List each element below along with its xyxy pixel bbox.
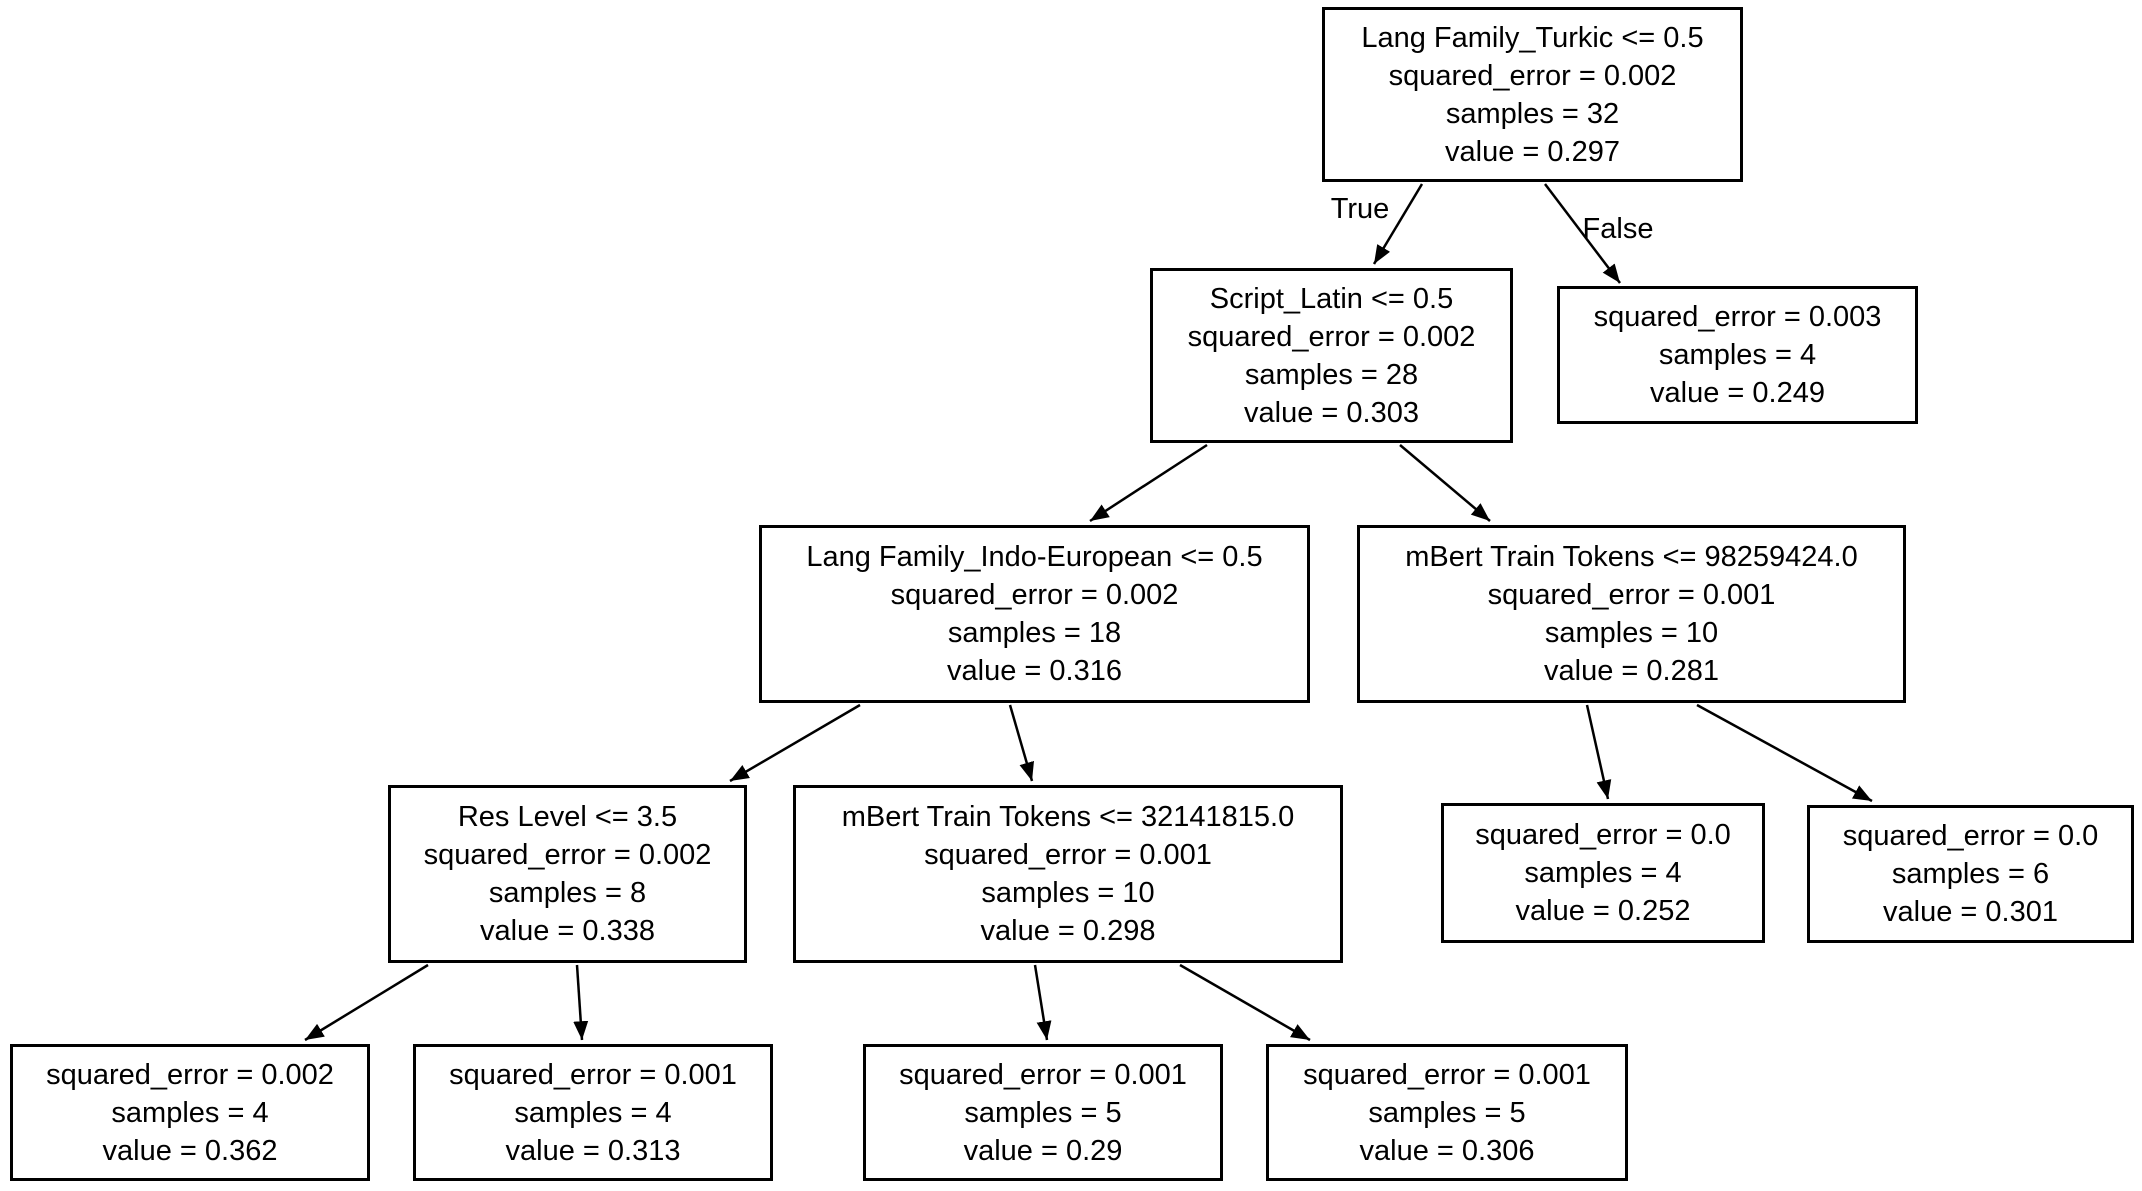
node-samples: samples = 6 xyxy=(1891,858,2050,890)
edge-mbert-98259424-to-leaf-252 xyxy=(1585,704,1612,800)
node-squared-error: squared_error = 0.002 xyxy=(1388,59,1677,92)
node-value: value = 0.301 xyxy=(1883,896,2058,928)
tree-node-root: Lang Family_Turkic <= 0.5 squared_error … xyxy=(1322,7,1743,182)
node-squared-error: squared_error = 0.002 xyxy=(423,839,712,871)
node-value: value = 0.252 xyxy=(1515,895,1691,927)
node-condition: Res Level <= 3.5 xyxy=(457,801,678,833)
node-samples: samples = 5 xyxy=(964,1096,1122,1129)
node-squared-error: squared_error = 0.002 xyxy=(46,1058,334,1091)
node-squared-error: squared_error = 0.001 xyxy=(449,1058,737,1091)
tree-leaf-value-252: squared_error = 0.0 samples = 4 value = … xyxy=(1441,803,1765,943)
node-condition: Script_Latin <= 0.5 xyxy=(1209,282,1454,315)
edge-mbert-32141815-to-leaf-29 xyxy=(1033,964,1052,1041)
node-squared-error: squared_error = 0.002 xyxy=(890,579,1179,611)
edge-mbert-98259424-to-leaf-301 xyxy=(1696,703,1873,803)
node-value: value = 0.281 xyxy=(1544,655,1719,687)
node-value: value = 0.29 xyxy=(963,1134,1123,1167)
node-samples: samples = 10 xyxy=(1544,617,1719,649)
node-samples: samples = 10 xyxy=(981,877,1155,909)
node-value: value = 0.338 xyxy=(480,915,655,947)
node-value: value = 0.249 xyxy=(1650,377,1825,409)
edge-indo-european-to-mbert-32141815 xyxy=(1008,704,1034,782)
node-squared-error: squared_error = 0.001 xyxy=(924,839,1212,871)
edge-mbert-32141815-to-leaf-306 xyxy=(1179,963,1311,1042)
tree-leaf-turkic-false: squared_error = 0.003 samples = 4 value … xyxy=(1557,286,1918,424)
node-condition: mBert Train Tokens <= 98259424.0 xyxy=(1405,541,1858,573)
edge-indo-european-to-res-level xyxy=(729,703,861,783)
tree-node-script-latin: Script_Latin <= 0.5 squared_error = 0.00… xyxy=(1150,268,1513,443)
node-value: value = 0.316 xyxy=(947,655,1122,687)
node-samples: samples = 28 xyxy=(1244,358,1419,391)
tree-node-mbert-32141815: mBert Train Tokens <= 32141815.0 squared… xyxy=(793,785,1343,963)
tree-leaf-value-313: squared_error = 0.001 samples = 4 value … xyxy=(413,1044,773,1181)
node-value: value = 0.306 xyxy=(1359,1134,1535,1167)
node-samples: samples = 32 xyxy=(1445,97,1620,130)
node-squared-error: squared_error = 0.003 xyxy=(1593,301,1882,333)
edge-script-latin-to-mbert-98259424 xyxy=(1399,444,1491,522)
node-condition: Lang Family_Turkic <= 0.5 xyxy=(1361,21,1704,54)
node-samples: samples = 8 xyxy=(488,877,647,909)
edge-script-latin-to-indo-european xyxy=(1089,443,1208,523)
node-squared-error: squared_error = 0.001 xyxy=(899,1058,1187,1091)
branch-label-true: True xyxy=(1330,193,1390,225)
tree-leaf-value-362: squared_error = 0.002 samples = 4 value … xyxy=(10,1044,370,1181)
branch-label-false: False xyxy=(1582,213,1654,245)
tree-leaf-value-29: squared_error = 0.001 samples = 5 value … xyxy=(863,1044,1223,1181)
node-squared-error: squared_error = 0.0 xyxy=(1475,819,1731,851)
tree-node-mbert-98259424: mBert Train Tokens <= 98259424.0 squared… xyxy=(1357,525,1906,703)
node-squared-error: squared_error = 0.001 xyxy=(1487,579,1776,611)
node-squared-error: squared_error = 0.001 xyxy=(1303,1058,1591,1091)
node-condition: Lang Family_Indo-European <= 0.5 xyxy=(806,541,1263,573)
tree-node-indo-european: Lang Family_Indo-European <= 0.5 squared… xyxy=(759,525,1310,703)
node-samples: samples = 4 xyxy=(111,1096,269,1129)
tree-leaf-value-301: squared_error = 0.0 samples = 6 value = … xyxy=(1807,805,2134,943)
node-value: value = 0.297 xyxy=(1445,135,1620,168)
node-value: value = 0.313 xyxy=(505,1134,681,1167)
node-value: value = 0.362 xyxy=(102,1134,278,1167)
node-value: value = 0.303 xyxy=(1244,396,1419,429)
node-squared-error: squared_error = 0.002 xyxy=(1187,320,1476,353)
node-samples: samples = 4 xyxy=(514,1096,672,1129)
tree-leaf-value-306: squared_error = 0.001 samples = 5 value … xyxy=(1266,1044,1628,1181)
node-samples: samples = 5 xyxy=(1368,1096,1526,1129)
node-condition: mBert Train Tokens <= 32141815.0 xyxy=(841,801,1295,833)
node-samples: samples = 4 xyxy=(1658,339,1817,371)
node-squared-error: squared_error = 0.0 xyxy=(1842,820,2099,852)
node-samples: samples = 18 xyxy=(947,617,1122,649)
node-value: value = 0.298 xyxy=(980,915,1156,947)
edge-res-level-to-leaf-362 xyxy=(304,963,429,1042)
node-samples: samples = 4 xyxy=(1524,857,1682,889)
edge-res-level-to-leaf-313 xyxy=(573,964,589,1041)
tree-node-res-level: Res Level <= 3.5 squared_error = 0.002 s… xyxy=(388,785,747,963)
